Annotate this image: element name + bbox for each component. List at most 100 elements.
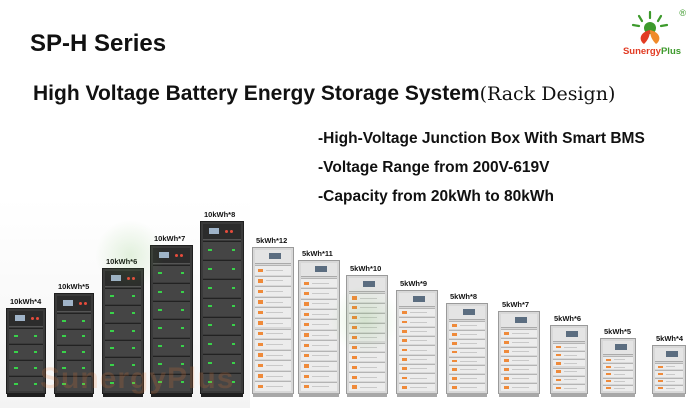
battery-module xyxy=(553,367,585,375)
battery-module xyxy=(349,293,385,302)
module-led xyxy=(34,334,37,337)
battery-module xyxy=(203,316,241,335)
module-tag xyxy=(304,333,309,337)
battery-module xyxy=(603,377,633,384)
battery-module xyxy=(449,338,485,347)
module-handle xyxy=(512,369,529,371)
rack-display: 10kWh*410kWh*510kWh*610kWh*710kWh*85kWh*… xyxy=(0,198,700,408)
battery-module xyxy=(301,340,337,350)
battery-module xyxy=(301,288,337,298)
junction-box xyxy=(57,296,91,312)
battery-module xyxy=(501,383,537,391)
module-tag xyxy=(304,354,309,358)
module-handle xyxy=(410,321,427,323)
module-led xyxy=(158,308,162,311)
battery-module xyxy=(399,317,435,326)
rack-label: 5kWh*4 xyxy=(656,334,684,343)
battery-rack xyxy=(550,325,588,397)
module-handle xyxy=(312,365,329,367)
module-led xyxy=(232,286,235,289)
module-tag xyxy=(304,281,309,285)
module-tag xyxy=(452,359,457,363)
battery-module xyxy=(553,375,585,383)
status-indicator xyxy=(180,254,183,257)
rack-label: 5kWh*8 xyxy=(450,292,478,301)
module-handle xyxy=(512,378,529,380)
module-handle xyxy=(312,324,329,326)
module-handle xyxy=(266,333,283,335)
module-tag xyxy=(258,374,263,378)
battery-module xyxy=(153,319,190,337)
module-handle xyxy=(360,327,377,329)
module-handle xyxy=(564,387,577,389)
module-tag xyxy=(658,372,663,375)
sun-leaf-icon xyxy=(631,10,669,44)
battery-module xyxy=(9,328,43,343)
battery-module xyxy=(449,365,485,374)
battery-module xyxy=(203,335,241,354)
battery-rack xyxy=(652,345,686,397)
status-indicator xyxy=(175,254,178,257)
battery-module xyxy=(105,357,141,374)
module-tag xyxy=(556,345,561,349)
module-led xyxy=(110,364,114,367)
battery-module xyxy=(655,370,683,377)
module-handle xyxy=(312,344,329,346)
status-indicator xyxy=(225,230,228,233)
module-tag xyxy=(658,387,663,390)
module-led xyxy=(132,364,135,367)
module-led xyxy=(132,381,135,384)
module-led xyxy=(208,362,212,364)
rack-label: 10kWh*4 xyxy=(10,297,42,306)
module-tag xyxy=(258,384,263,389)
module-led xyxy=(232,248,235,251)
junction-box xyxy=(501,314,537,328)
module-tag xyxy=(504,341,509,344)
module-led xyxy=(62,351,66,354)
bms-display xyxy=(463,309,476,315)
module-tag xyxy=(258,310,263,315)
module-tag xyxy=(504,368,509,371)
module-handle xyxy=(460,342,477,344)
bms-display xyxy=(615,344,627,350)
module-tag xyxy=(402,311,407,315)
module-led xyxy=(14,350,18,353)
module-tag xyxy=(452,324,457,327)
module-tag xyxy=(606,380,611,383)
module-handle xyxy=(312,334,329,336)
module-tag xyxy=(606,387,611,390)
module-handle xyxy=(410,330,427,332)
status-indicator xyxy=(132,277,135,280)
rack-base xyxy=(447,393,487,397)
battery-module xyxy=(399,354,435,363)
module-tag xyxy=(352,306,357,310)
junction-box xyxy=(9,311,43,327)
junction-box xyxy=(553,328,585,342)
module-tag xyxy=(304,302,309,306)
battery-module xyxy=(349,302,385,312)
battery-module xyxy=(301,350,337,360)
battery-module xyxy=(449,383,485,391)
module-handle xyxy=(266,291,283,293)
module-handle xyxy=(360,297,377,299)
battery-module xyxy=(349,312,385,322)
battery-module xyxy=(399,345,435,354)
module-led xyxy=(181,272,184,275)
battery-module xyxy=(399,336,435,345)
junction-box xyxy=(399,293,435,307)
module-tag xyxy=(258,332,263,336)
module-handle xyxy=(666,388,675,390)
module-led xyxy=(110,295,114,298)
module-tag xyxy=(452,377,457,381)
battery-module xyxy=(255,349,291,360)
module-tag xyxy=(258,353,263,357)
battery-module xyxy=(255,307,291,317)
module-handle xyxy=(266,365,283,367)
rack-base xyxy=(253,393,293,397)
bms-display xyxy=(413,296,426,302)
brand-name-part1: Sunergy xyxy=(622,46,661,57)
battery-module xyxy=(349,352,385,362)
battery-module xyxy=(57,360,91,376)
module-handle xyxy=(666,380,675,382)
junction-box xyxy=(153,248,190,264)
